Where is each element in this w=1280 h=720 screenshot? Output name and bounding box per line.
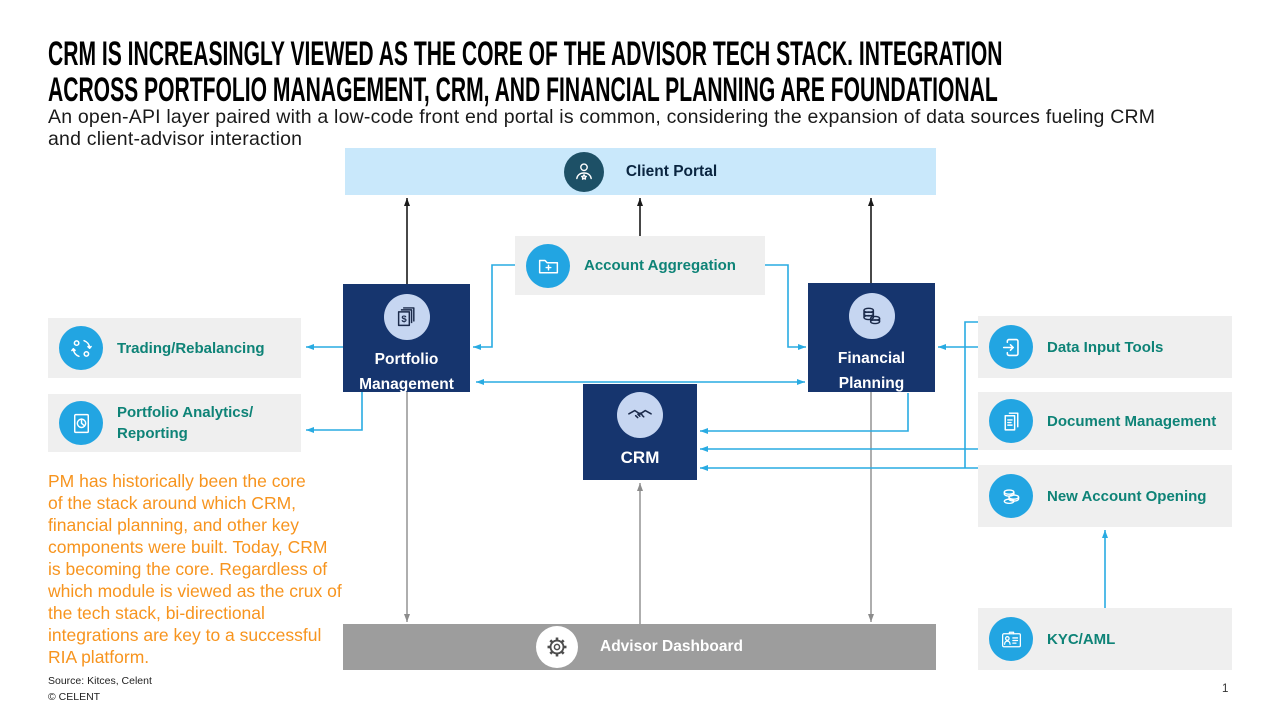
portfolio-management-label: Portfolio Management	[359, 351, 454, 393]
node-data-input-tools: Data Input Tools	[978, 316, 1232, 378]
node-crm: CRM	[583, 384, 697, 480]
node-financial-planning: Financial Planning	[808, 283, 935, 392]
node-portfolio-analytics: Portfolio Analytics/ Reporting	[48, 394, 301, 452]
node-kyc-aml: KYC/AML	[978, 608, 1232, 670]
annotation-note: PM has historically been the core of the…	[48, 471, 342, 667]
account-aggregation-label: Account Aggregation	[584, 257, 736, 274]
node-trading-rebalancing: Trading/Rebalancing	[48, 318, 301, 378]
gear-icon	[536, 626, 578, 668]
page-number: 1	[1222, 683, 1229, 695]
page-title: CRM IS INCREASINGLY VIEWED AS THE CORE O…	[48, 36, 1238, 110]
financial-planning-label: Financial Planning	[837, 350, 906, 392]
copyright-line: © CELENT	[48, 691, 101, 703]
client-portal-label: Client Portal	[625, 162, 718, 180]
node-account-aggregation: Account Aggregation	[515, 236, 765, 295]
data-input-tools-label: Data Input Tools	[1047, 338, 1164, 356]
page-title-text: CRM IS INCREASINGLY VIEWED AS THE CORE O…	[48, 35, 1003, 109]
node-client-portal: Client Portal	[345, 148, 936, 195]
kyc-aml-label: KYC/AML	[1047, 630, 1116, 648]
folder-plus-icon	[526, 243, 570, 288]
node-new-account-opening: New Account Opening	[978, 465, 1232, 527]
portfolio-analytics-label: Portfolio Analytics/ Reporting	[117, 404, 254, 442]
advisor-dashboard-label: Advisor Dashboard	[600, 638, 743, 655]
svg-text:$: $	[401, 314, 407, 325]
arrow-into-doc-icon	[989, 325, 1033, 369]
new-account-opening-label: New Account Opening	[1047, 487, 1207, 505]
source-line: Source: Kitces, Celent	[48, 675, 152, 687]
trading-rebalancing-label: Trading/Rebalancing	[117, 339, 265, 357]
cycle-arrows-icon	[59, 326, 103, 370]
page-subtitle: An open-API layer paired with a low-code…	[48, 106, 1156, 150]
document-pie-icon	[59, 401, 103, 445]
node-advisor-dashboard: Advisor Dashboard	[343, 624, 936, 670]
documents-dollar-icon: $	[383, 294, 430, 340]
coin-stacks-icon	[848, 293, 895, 339]
node-portfolio-management: $ Portfolio Management	[343, 284, 470, 393]
user-star-icon	[563, 151, 604, 192]
id-card-icon	[989, 617, 1033, 661]
document-management-label: Document Management	[1047, 412, 1217, 430]
node-document-management: Document Management	[978, 392, 1232, 450]
coins-icon	[989, 474, 1033, 518]
documents-icon	[989, 399, 1033, 443]
blue-connectors	[306, 264, 1108, 608]
black-arrows	[404, 198, 874, 284]
handshake-icon	[617, 392, 663, 438]
crm-label: CRM	[620, 448, 660, 467]
